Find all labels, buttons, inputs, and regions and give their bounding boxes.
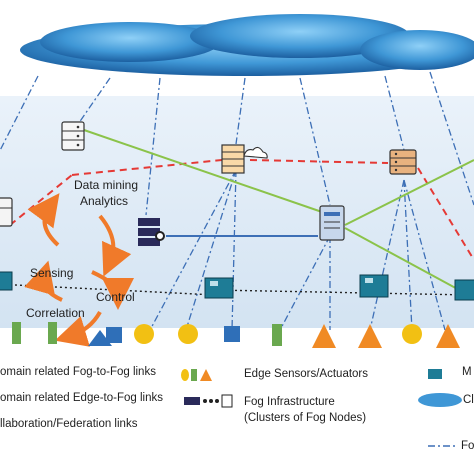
legend-fog-to-fog: omain related Fog-to-Fog links [0,366,156,378]
fog-node-database-icon [221,144,268,174]
fog-node-tower-icon [319,205,345,241]
legend-collaboration: llaboration/Federation links [0,418,138,430]
edge-to-fog-links [149,169,446,331]
data-mining-label: Data mining [74,178,139,192]
processing-cycle-arrows [24,193,134,347]
legend-cl-partial: Cl [463,394,474,406]
sensing-label: Sensing [30,266,74,280]
microcontroller-board-icons [0,271,474,301]
cloud-layer [20,14,474,76]
legend-fog-clusters: (Clusters of Fog Nodes) [244,412,367,424]
control-label: Control [96,290,135,304]
fog-cluster-gear-icon [138,218,165,246]
edge-sensors-row [12,322,460,348]
legend-edge-sensors: Edge Sensors/Actuators [244,368,369,380]
fog-node-left-icon [0,197,13,227]
legend-fo-partial: Fo [461,440,474,452]
cloud-to-fog-links [0,71,474,216]
correlation-label: Correlation [26,306,85,320]
legend-m-partial: M [462,366,472,378]
collaboration-links [83,129,474,299]
legend-symbols [181,369,462,447]
fog-node-server-icon [389,149,417,175]
fog-node-rack-icon [61,121,85,151]
legend-fog-infra: Fog Infrastructure [244,396,335,408]
analytics-label: Analytics [80,194,129,208]
legend-edge-to-fog: omain related Edge-to-Fog links [0,392,163,404]
